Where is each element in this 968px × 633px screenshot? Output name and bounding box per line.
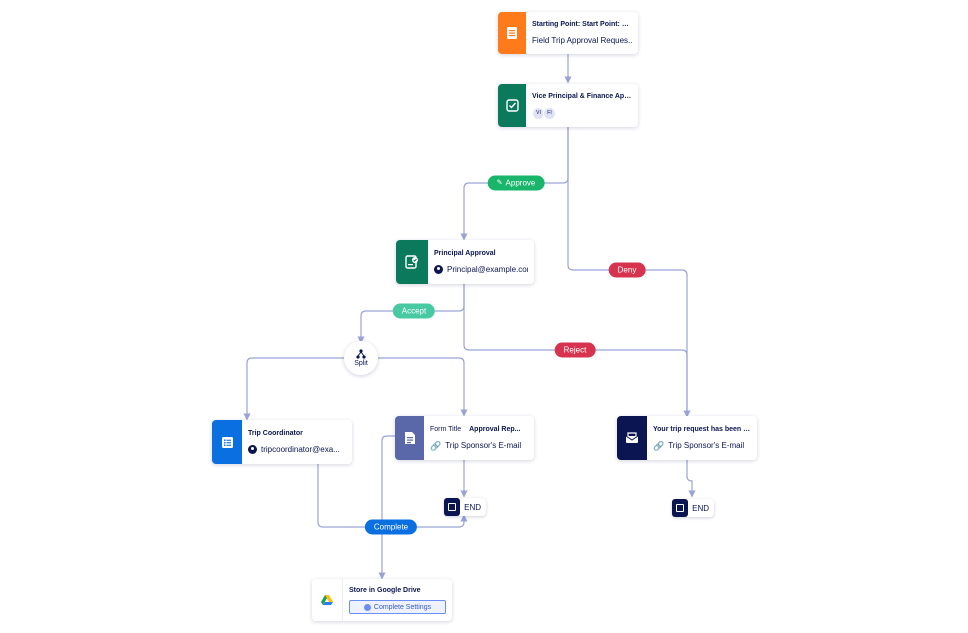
denied-icon-box xyxy=(617,416,647,460)
approval-check-icon xyxy=(405,255,418,269)
trip-coordinator-node[interactable]: Trip Coordinator tripcoordinator@exa... xyxy=(212,420,352,464)
stop-icon xyxy=(672,499,689,517)
principal-title: Principal Approval xyxy=(434,249,496,257)
approve-label: Approve xyxy=(505,178,536,188)
end-node[interactable]: END xyxy=(444,498,486,516)
start-node-icon-box xyxy=(498,12,526,54)
link-icon: 🔗 xyxy=(430,440,442,451)
report-recipient-text: Trip Sponsor's E-mail xyxy=(445,440,522,450)
principal-approval-node[interactable]: Principal Approval Principal@example.com xyxy=(396,240,534,284)
user-icon xyxy=(434,265,443,274)
deny-pill[interactable]: Deny xyxy=(608,262,646,278)
vp-finance-icon-box xyxy=(498,84,526,127)
vp-finance-assignees: VI FI xyxy=(532,106,632,120)
end-label: END xyxy=(692,503,709,513)
complete-label: Complete xyxy=(373,522,409,532)
vp-finance-node[interactable]: Vice Principal & Finance App... VI FI xyxy=(498,84,638,127)
edge-split-left xyxy=(243,357,361,421)
stop-icon xyxy=(444,498,461,516)
principal-email: Principal@example.com xyxy=(447,264,528,274)
split-node[interactable]: Split xyxy=(344,341,378,375)
drive-icon-box xyxy=(312,579,343,621)
start-node-subtitle: Field Trip Approval Reques... xyxy=(532,35,632,45)
report-icon-box xyxy=(395,416,424,460)
google-drive-icon xyxy=(321,595,333,605)
drive-title: Store in Google Drive xyxy=(349,587,421,594)
principal-assignee: Principal@example.com xyxy=(434,264,528,276)
approval-report-node[interactable]: Form Title Approval Rep... 🔗 Trip Sponso… xyxy=(395,416,534,460)
coordinator-title: Trip Coordinator xyxy=(248,429,303,437)
report-approval-title: Approval Rep... xyxy=(469,425,521,433)
start-node[interactable]: Starting Point: Start Point: Fi... Field… xyxy=(498,12,638,54)
accept-pill[interactable]: Accept xyxy=(392,303,436,319)
denied-email-node[interactable]: Your trip request has been de... 🔗 Trip … xyxy=(617,416,757,460)
link-icon: 🔗 xyxy=(653,440,665,451)
form-document-icon xyxy=(507,27,517,39)
info-icon xyxy=(363,603,371,611)
denied-title: Your trip request has been de... xyxy=(653,425,751,433)
deny-label: Deny xyxy=(617,265,637,275)
edge-to-drive xyxy=(378,435,395,580)
avatar: FI xyxy=(543,106,556,120)
list-form-icon xyxy=(221,436,233,448)
denied-recipient: 🔗 Trip Sponsor's E-mail xyxy=(653,440,751,452)
complete-settings-label: Complete Settings xyxy=(373,603,432,611)
report-title-row: Form Title Approval Rep... xyxy=(430,425,528,435)
google-drive-node[interactable]: Store in Google Drive Complete Settings xyxy=(312,579,452,621)
start-node-title: Starting Point: Start Point: Fi... xyxy=(532,20,632,28)
coordinator-email: tripcoordinator@exa... xyxy=(261,444,340,454)
report-form-title: Form Title xyxy=(430,425,462,433)
split-label: Split xyxy=(354,360,368,367)
approve-pill[interactable]: ✎ Approve xyxy=(487,175,545,191)
principal-icon-box xyxy=(396,240,428,284)
email-icon xyxy=(625,432,639,443)
edge-denied-to-end xyxy=(686,460,696,498)
denied-recipient-text: Trip Sponsor's E-mail xyxy=(668,440,745,450)
coordinator-icon-box xyxy=(212,420,242,464)
report-recipient: 🔗 Trip Sponsor's E-mail xyxy=(430,440,528,452)
user-icon xyxy=(248,445,257,454)
edge-coordinator-complete xyxy=(317,464,468,528)
edge-split-right xyxy=(361,357,468,417)
complete-settings-button[interactable]: Complete Settings xyxy=(349,600,446,614)
vp-finance-title: Vice Principal & Finance App... xyxy=(532,92,632,100)
complete-pill[interactable]: Complete xyxy=(364,519,418,535)
reject-pill[interactable]: Reject xyxy=(554,342,596,358)
reject-label: Reject xyxy=(563,345,587,355)
accept-label: Accept xyxy=(401,306,427,316)
split-icon xyxy=(356,349,366,359)
pdf-document-icon xyxy=(404,432,415,444)
coordinator-assignee: tripcoordinator@exa... xyxy=(248,444,346,456)
end-node[interactable]: END xyxy=(672,499,714,517)
end-label: END xyxy=(464,502,481,512)
approval-form-icon xyxy=(505,99,519,112)
approve-icon: ✎ xyxy=(496,179,503,187)
